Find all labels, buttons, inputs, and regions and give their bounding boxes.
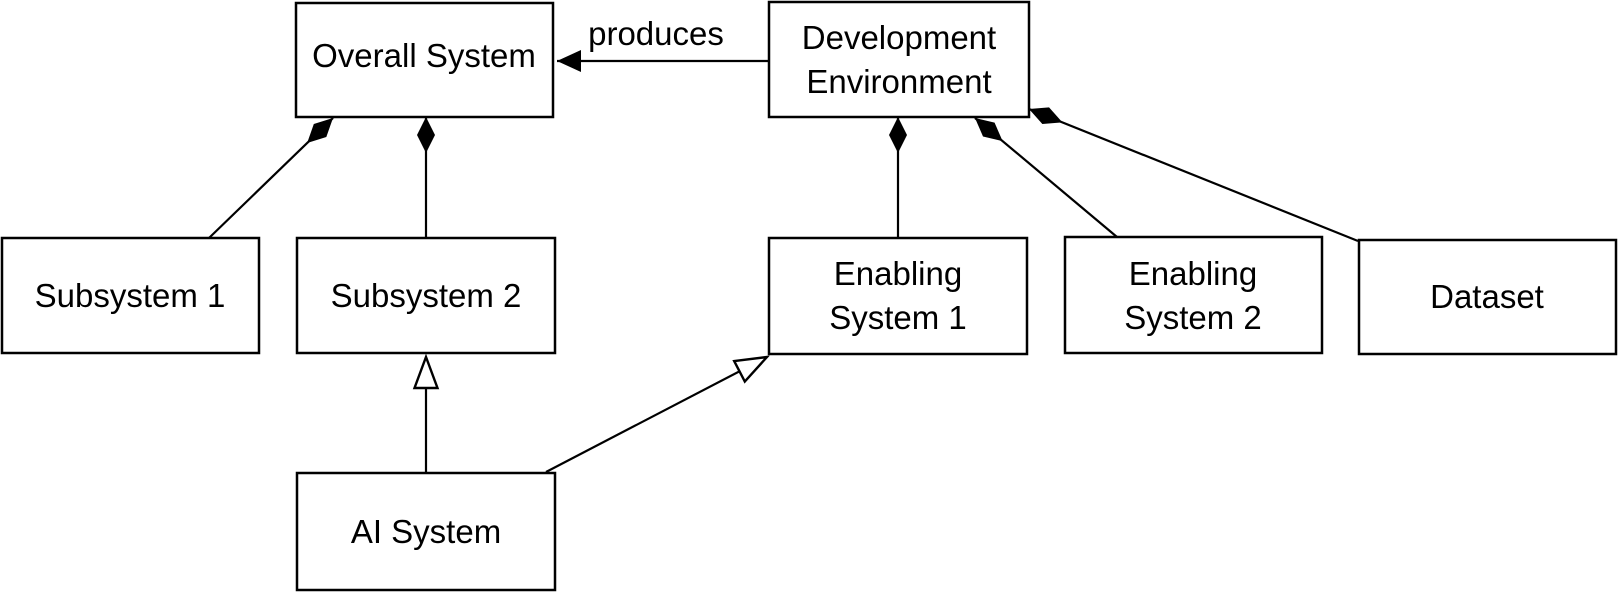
node-overall-system: Overall System [294, 1, 555, 119]
node-label: AI System [351, 513, 501, 550]
node-enabling-system-1: Enabling System 1 [767, 236, 1029, 356]
node-subsystem-2: Subsystem 2 [295, 236, 557, 355]
node-label-line1: Development [802, 19, 996, 56]
node-box [767, 0, 1031, 119]
node-box [294, 1, 555, 119]
node-box [1357, 238, 1618, 356]
node-box [767, 236, 1029, 356]
node-development-environment: Development Environment [767, 0, 1031, 119]
edges [208, 50, 1359, 473]
node-box [1063, 235, 1324, 355]
node-box [295, 471, 557, 592]
node-label: Overall System [312, 37, 536, 74]
node-label-line1: Enabling [1129, 255, 1257, 292]
node-dataset: Dataset [1357, 238, 1618, 356]
edge-composition-development-to-enabling2 [974, 117, 1118, 238]
node-label: Subsystem 1 [35, 277, 226, 314]
node-box [295, 236, 557, 355]
node-label-line2: Environment [806, 63, 991, 100]
node-box [0, 236, 261, 355]
edge-composition-development-to-dataset [1028, 107, 1359, 243]
node-label-line1: Enabling [834, 255, 962, 292]
node-ai-system: AI System [295, 471, 557, 592]
node-label: Dataset [1430, 278, 1544, 315]
edge-composition-overall-to-subsystem1 [208, 117, 334, 239]
node-subsystem-1: Subsystem 1 [0, 236, 261, 355]
node-label: Subsystem 2 [331, 277, 522, 314]
edge-generalization-aisystem-to-enabling1 [545, 357, 767, 473]
node-label-line2: System 2 [1124, 299, 1262, 336]
edge-label-produces: produces [588, 15, 724, 52]
node-label-line2: System 1 [829, 299, 967, 336]
node-enabling-system-2: Enabling System 2 [1063, 235, 1324, 355]
